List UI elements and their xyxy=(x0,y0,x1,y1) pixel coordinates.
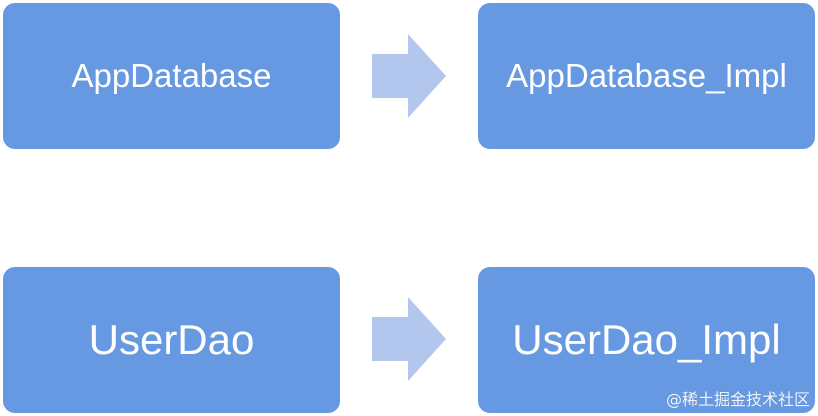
user-dao-label: UserDao xyxy=(88,316,255,363)
app-database-impl-box: AppDatabase_Impl xyxy=(478,3,815,149)
right-arrow-icon xyxy=(372,34,446,118)
user-dao-impl-box: UserDao_Impl xyxy=(478,267,815,413)
watermark-text: @稀土掘金技术社区 xyxy=(665,390,810,409)
user-dao-impl-label: UserDao_Impl xyxy=(512,316,781,363)
right-arrow-icon xyxy=(372,297,446,381)
app-database-label: AppDatabase xyxy=(71,57,272,94)
app-database-impl-label: AppDatabase_Impl xyxy=(506,57,787,94)
app-database-box: AppDatabase xyxy=(3,3,340,149)
user-dao-box: UserDao xyxy=(3,267,340,413)
